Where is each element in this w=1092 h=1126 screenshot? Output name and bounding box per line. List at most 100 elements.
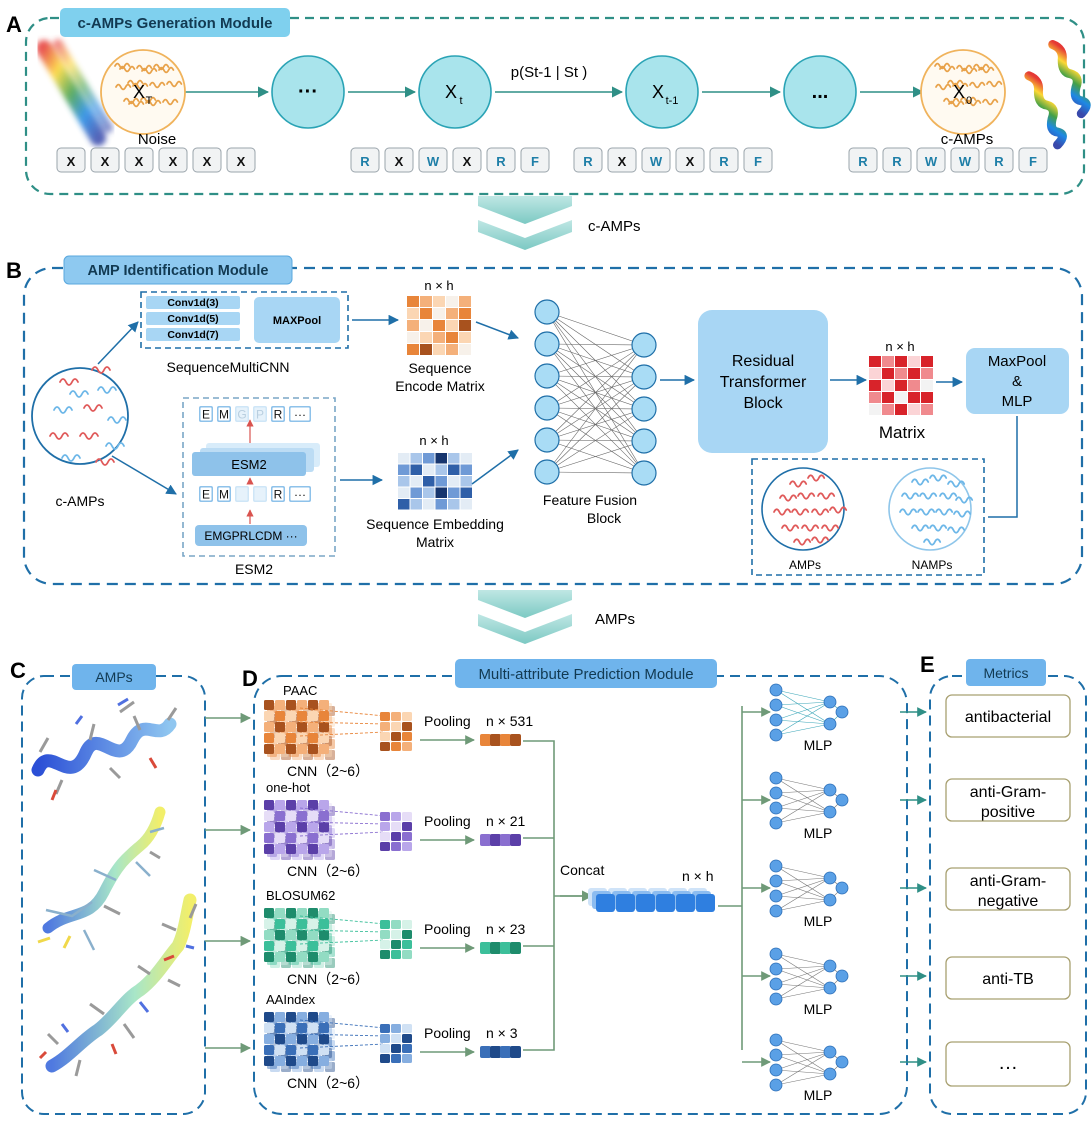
mlp-neuron xyxy=(769,992,783,1006)
feature-matrix-cell xyxy=(308,930,318,940)
feature-matrix-cell xyxy=(297,908,307,918)
feature-matrix-cell xyxy=(286,744,296,754)
feature-matrix-cell xyxy=(319,919,329,929)
feature-matrix-cell xyxy=(297,941,307,951)
mlp-edge xyxy=(775,1039,831,1075)
state-node xyxy=(625,55,699,129)
pooled-matrix-cell xyxy=(380,832,390,841)
embed-to-fusion-arrow xyxy=(471,449,519,485)
feature-matrix-cell xyxy=(275,952,285,962)
encode-matrix-cell xyxy=(420,308,432,319)
encode-matrix-cell xyxy=(433,332,445,343)
fusion-edge xyxy=(546,440,645,473)
sequence-squiggle xyxy=(105,442,125,450)
pooled-matrix-cell xyxy=(402,1054,412,1063)
feature-matrix-cell xyxy=(275,908,285,918)
c-amps-input-caption: c-AMPs xyxy=(56,493,105,509)
feature-matrix-cell xyxy=(286,908,296,918)
sequence-token: X xyxy=(686,154,695,169)
pooled-matrix-cell xyxy=(380,1054,390,1063)
projection-line xyxy=(299,1033,386,1037)
namp-squiggle xyxy=(953,510,972,518)
esm-token-inner xyxy=(200,487,212,501)
sequence-token-box xyxy=(56,147,86,173)
concat-to-mlp-lines xyxy=(718,706,743,1050)
amps-caption: AMPs xyxy=(789,558,821,572)
feature-matrix-cell xyxy=(297,800,307,810)
mlp-edge xyxy=(775,723,831,736)
embed-matrix-cell xyxy=(410,487,422,498)
embed-matrix-cell xyxy=(460,476,472,487)
encode-matrix-cell xyxy=(407,332,419,343)
cnn-label: CNN（2~6） xyxy=(287,971,369,987)
noise-particle xyxy=(132,82,149,90)
pooled-matrix-cell xyxy=(391,1044,401,1053)
noise-particle xyxy=(965,99,982,107)
namp-squiggle xyxy=(919,492,938,500)
feature-matrix-cell xyxy=(275,1045,285,1055)
noise-particle xyxy=(153,63,170,71)
amp-squiggle xyxy=(807,474,826,482)
feature-matrix-cell xyxy=(275,800,285,810)
encode-matrix-cell xyxy=(459,332,471,343)
feature-matrix-cell xyxy=(286,711,296,721)
mlp-label: MLP xyxy=(804,1087,833,1103)
mlp-neuron xyxy=(769,1078,783,1092)
embed-matrix-cell xyxy=(423,464,435,475)
sequence-token: W xyxy=(959,154,972,169)
esm-token-inner xyxy=(236,487,248,501)
amp-squiggle xyxy=(779,494,798,502)
mlp-edge xyxy=(775,987,831,1000)
embed-matrix-cell xyxy=(435,453,447,464)
cnn-label: CNN（2~6） xyxy=(287,763,369,779)
feature-matrix-cell xyxy=(319,952,329,962)
mlp-edge xyxy=(775,792,831,813)
sequence-squiggle xyxy=(79,432,99,440)
noise-particle xyxy=(956,64,973,72)
sequence-token-box xyxy=(916,147,946,173)
encode-matrix-cell xyxy=(433,308,445,319)
noise-particle xyxy=(141,67,158,75)
feature-matrix-cell xyxy=(264,941,274,951)
metric-box xyxy=(945,694,1071,738)
esm-token: E xyxy=(202,408,210,422)
pooling-label: Pooling xyxy=(424,921,471,937)
esm-token: M xyxy=(219,408,229,422)
output-matrix-cell xyxy=(882,392,894,403)
encode-matrix-cell xyxy=(446,296,458,307)
mlp-neuron xyxy=(769,771,783,785)
feature-matrix-cell xyxy=(275,930,285,940)
metrics-panel: E Metrics antibacterialanti-Gram-positiv… xyxy=(920,652,1087,1115)
c-amps-input-circle xyxy=(31,367,129,465)
matrix-caption: Matrix xyxy=(879,423,926,442)
amp-squiggle xyxy=(817,492,836,500)
feature-matrix-cell xyxy=(275,822,285,832)
fusion-neuron xyxy=(534,427,560,453)
pooled-matrix-cell xyxy=(402,1044,412,1053)
encode-matrix-cell xyxy=(407,296,419,307)
feature-matrix-cell xyxy=(308,811,318,821)
noise-particle xyxy=(166,80,183,88)
metric-label: negative xyxy=(978,893,1039,910)
encode-matrix-cell xyxy=(407,320,419,331)
output-matrix-cell xyxy=(908,356,920,367)
feature-matrix-cell xyxy=(319,1012,329,1022)
flow-chevron-bd xyxy=(478,590,572,644)
embed-matrix-cell xyxy=(423,487,435,498)
mlp-neuron xyxy=(823,805,837,819)
feature-matrix-cell xyxy=(308,1012,318,1022)
output-matrix-cell xyxy=(882,380,894,391)
noise-particle xyxy=(158,66,175,74)
embed-matrix-cell xyxy=(410,499,422,510)
feature-matrix-cell xyxy=(319,711,329,721)
sequence-token-box xyxy=(573,147,603,173)
sequence-token-box xyxy=(641,147,671,173)
mlp-label: MLP xyxy=(804,737,833,753)
mlp-edge xyxy=(775,701,831,721)
feature-matrix-cell xyxy=(275,1056,285,1066)
sequence-token: W xyxy=(427,154,440,169)
projection-line xyxy=(299,831,386,837)
amps-sequences xyxy=(773,474,848,546)
embed-matrix-cell xyxy=(410,476,422,487)
